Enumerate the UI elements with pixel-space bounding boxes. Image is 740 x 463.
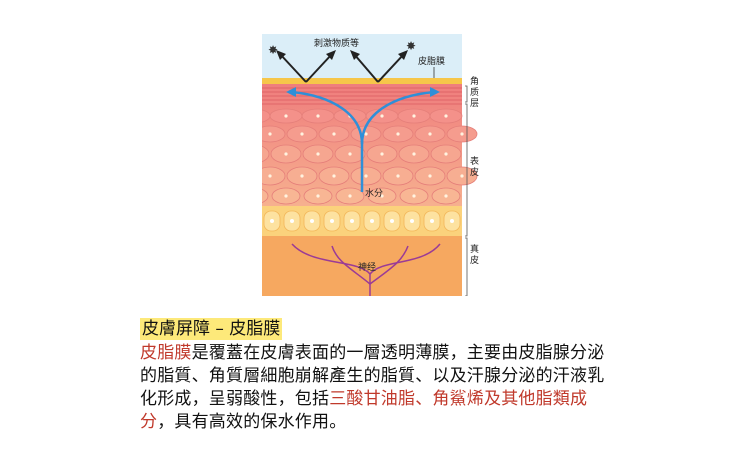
cell-nucleus — [348, 194, 352, 198]
cell-nucleus — [316, 194, 320, 198]
dermis-layer — [262, 236, 462, 296]
skin-barrier-diagram: ✸ ✸ 刺激物质等 皮脂膜 水分 神经 角质层 表皮 真皮 — [262, 34, 479, 296]
layer-brackets — [465, 85, 468, 296]
cell-nucleus — [284, 152, 288, 156]
caption-text-2: ，具有高效的保水作用。 — [157, 412, 347, 432]
cell-nucleus — [364, 174, 368, 178]
epidermal-cell — [262, 125, 286, 143]
cell-nucleus — [410, 219, 414, 223]
cell-nucleus — [396, 174, 400, 178]
cell-nucleus — [348, 152, 352, 156]
epidermal-cell — [262, 145, 270, 163]
irritant-particle-icon: ✸ — [406, 39, 416, 53]
caption-title: 皮膚屏障 – 皮脂膜 — [140, 318, 283, 340]
caption-components: 三酸甘油脂、角鯊烯及其他脂類成分 — [140, 389, 588, 432]
cell-nucleus — [290, 219, 294, 223]
cell-nucleus — [396, 132, 400, 136]
layer-label-dermis: 真皮 — [470, 243, 479, 266]
cell-nucleus — [450, 219, 454, 223]
sebum-label: 皮脂膜 — [418, 55, 445, 67]
irritant-label: 刺激物质等 — [314, 37, 359, 49]
cell-nucleus — [380, 114, 384, 118]
cell-nucleus — [460, 174, 464, 178]
cell-nucleus — [370, 219, 374, 223]
cell-nucleus — [412, 152, 416, 156]
epidermal-cell — [262, 166, 286, 186]
epidermal-cells — [262, 108, 478, 205]
cell-nucleus — [284, 114, 288, 118]
cell-nucleus — [460, 132, 464, 136]
water-arrowhead-right — [430, 87, 440, 97]
caption-text-1: 是覆蓋在皮膚表面的一層透明薄膜，主要由皮脂腺分泌的脂質、角質層細胞崩解產生的脂質… — [140, 343, 605, 409]
cell-nucleus — [412, 194, 416, 198]
cell-nucleus — [300, 132, 304, 136]
layer-labels: 角质层 表皮 真皮 — [470, 75, 479, 266]
cell-nucleus — [428, 174, 432, 178]
cell-nucleus — [316, 114, 320, 118]
cell-nucleus — [444, 152, 448, 156]
nerve-label: 神经 — [358, 261, 376, 273]
cell-nucleus — [380, 152, 384, 156]
caption-term: 皮脂膜 — [140, 343, 192, 363]
nerve-fibers — [291, 243, 441, 296]
cell-nucleus — [364, 132, 368, 136]
skin-surface-air — [262, 34, 462, 78]
layer-label-epidermis: 表皮 — [470, 155, 479, 178]
caption-block: 皮膚屏障 – 皮脂膜 皮脂膜是覆蓋在皮膚表面的一層透明薄膜，主要由皮脂腺分泌的脂… — [140, 318, 610, 434]
cell-nucleus — [332, 132, 336, 136]
cell-nucleus — [310, 219, 314, 223]
cell-nucleus — [268, 132, 272, 136]
cell-nucleus — [268, 174, 272, 178]
cell-nucleus — [316, 152, 320, 156]
water-arrow — [291, 90, 435, 192]
water-arrowhead-left — [286, 87, 296, 97]
cell-nucleus — [380, 194, 384, 198]
cell-nucleus — [428, 132, 432, 136]
cell-nucleus — [412, 114, 416, 118]
sebum-film-layer — [262, 78, 462, 84]
caption-body: 皮脂膜是覆蓋在皮膚表面的一層透明薄膜，主要由皮脂腺分泌的脂質、角質層細胞崩解產生… — [140, 342, 610, 434]
cell-nucleus — [284, 194, 288, 198]
cell-nucleus — [330, 219, 334, 223]
irritant-particle-icon: ✸ — [268, 43, 278, 57]
cell-nucleus — [350, 219, 354, 223]
cell-nucleus — [332, 174, 336, 178]
cell-nucleus — [444, 194, 448, 198]
cell-nucleus — [390, 219, 394, 223]
cell-nucleus — [444, 114, 448, 118]
cell-nucleus — [300, 174, 304, 178]
cell-nucleus — [270, 219, 274, 223]
basal-cells — [263, 210, 461, 232]
irritant-arrowheads — [276, 50, 408, 60]
cell-nucleus — [430, 219, 434, 223]
epidermal-cell — [262, 189, 269, 203]
layer-label-stratum-corneum: 角质层 — [470, 75, 479, 109]
water-label: 水分 — [365, 187, 383, 199]
irritant-arrows — [279, 53, 405, 83]
